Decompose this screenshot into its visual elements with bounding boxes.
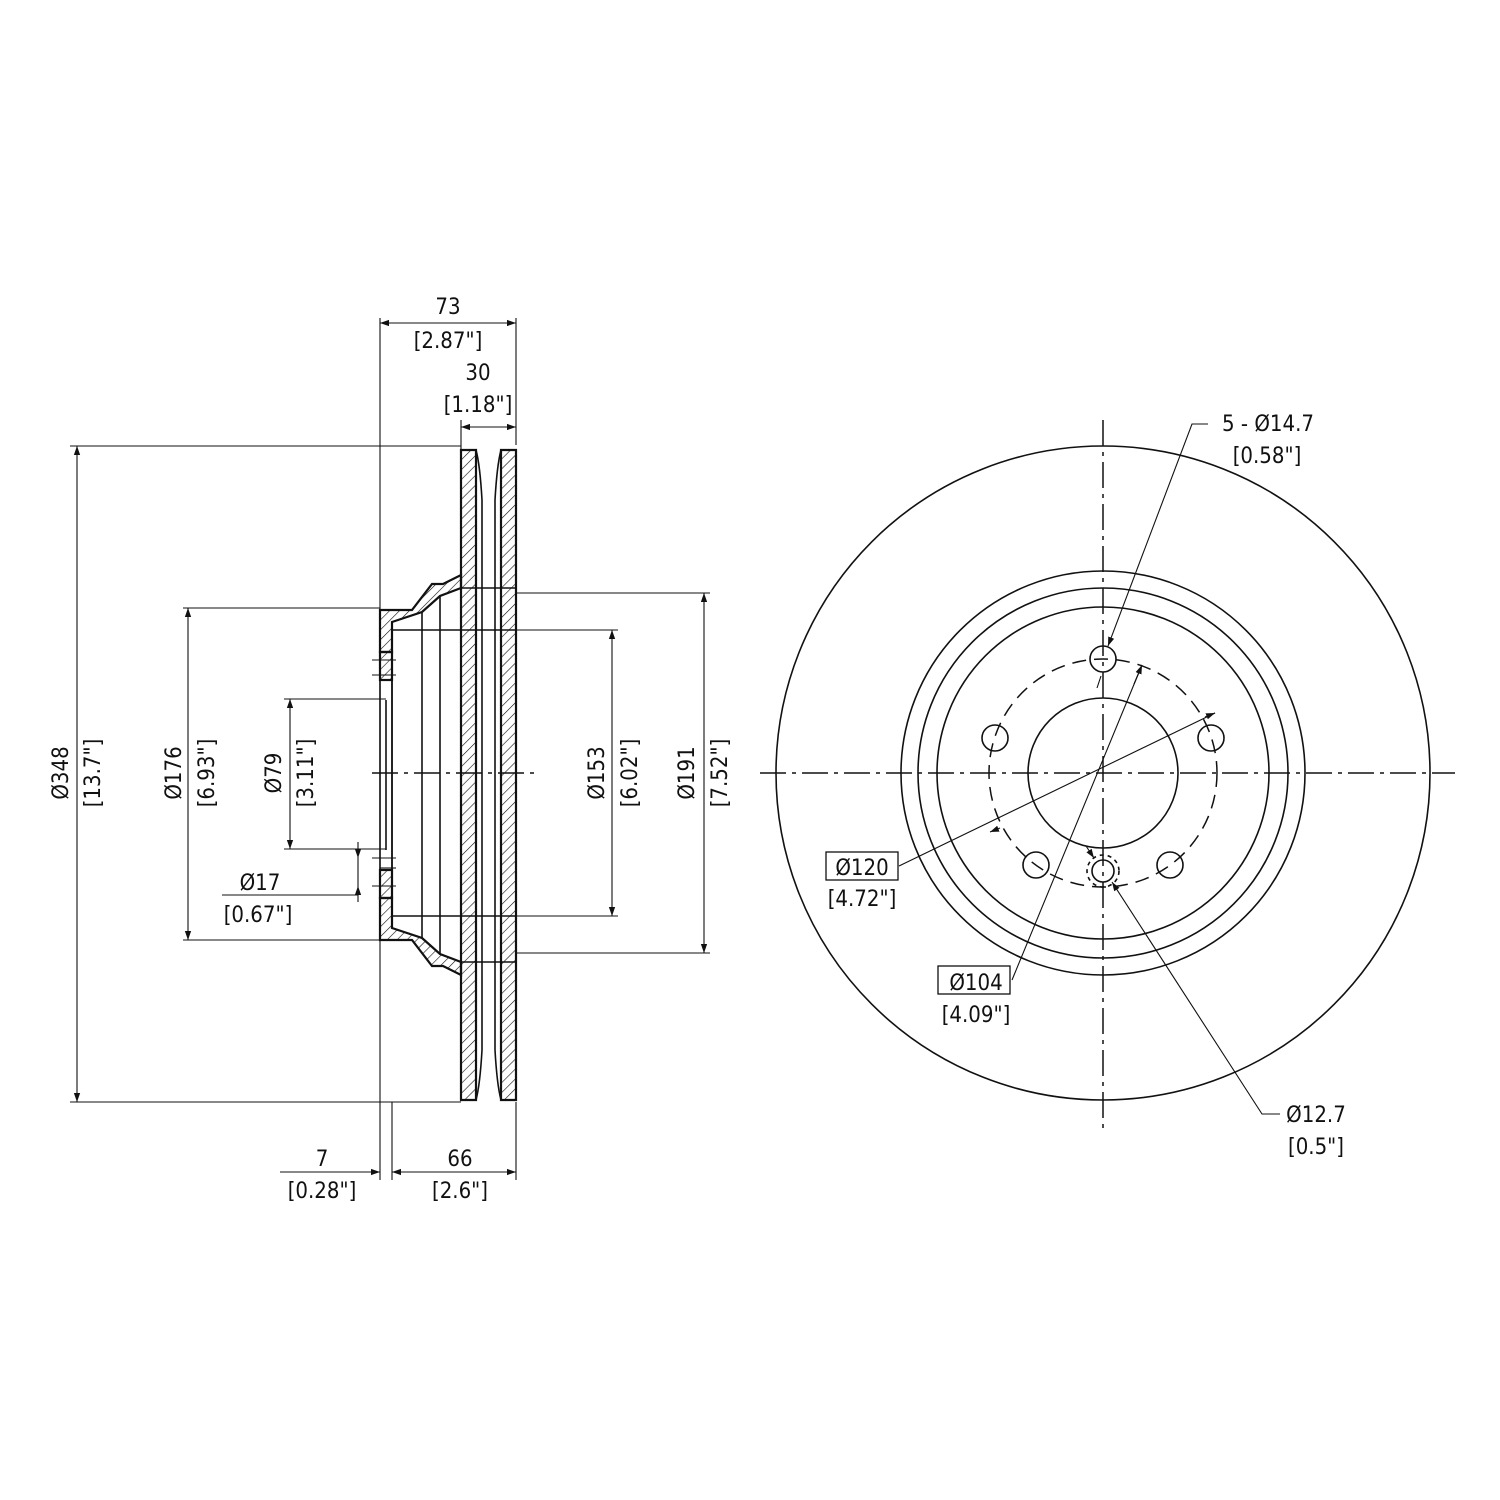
dim-30-inch: [1.18"] xyxy=(444,393,513,418)
pin-hole xyxy=(1091,859,1115,883)
mount-face-lower xyxy=(378,868,394,900)
dim-191-inch: [7.52"] xyxy=(708,739,733,808)
leader-pin-hole xyxy=(1111,881,1280,1115)
bolt-circle-120-mm: Ø120 xyxy=(835,856,888,881)
arrow-120-right xyxy=(1204,712,1216,720)
dim-153-inch: [6.02"] xyxy=(618,739,643,808)
lug-hole-4 xyxy=(1022,851,1050,879)
dim-66-mm: 66 xyxy=(447,1147,472,1172)
vent-curve-bottom-right xyxy=(494,975,502,1101)
friction-inner-circle xyxy=(900,570,1306,976)
vent-curve-bottom-left xyxy=(475,975,483,1101)
pin-hole-outline xyxy=(1086,854,1120,888)
arrow-120-left xyxy=(989,825,1001,833)
dim-176-inch: [6.93"] xyxy=(195,739,220,808)
vent-curve-top-right xyxy=(494,449,502,575)
dim-153-mm: Ø153 xyxy=(585,746,610,799)
lug-holes-mm: 5 - Ø14.7 xyxy=(1222,412,1314,437)
leader-lug-tail xyxy=(1096,675,1102,689)
bolt-circle-104-inch: [4.09"] xyxy=(942,1003,1011,1028)
lug-hole-3 xyxy=(1156,851,1184,879)
lug-hole-5 xyxy=(981,724,1009,752)
pin-hole-inch: [0.5"] xyxy=(1288,1135,1344,1160)
dim-348-inch: [13.7"] xyxy=(81,739,106,808)
leader-104 xyxy=(1011,664,1143,981)
dim-30-mm: 30 xyxy=(465,361,490,386)
lug-holes-inch: [0.58"] xyxy=(1233,444,1302,469)
dim-176-mm: Ø176 xyxy=(162,746,187,799)
lug-hole-2 xyxy=(1197,724,1225,752)
friction-plate-outer xyxy=(499,448,518,1102)
rotor-outer-circle xyxy=(775,445,1431,1101)
center-bore-circle xyxy=(1027,697,1179,849)
dim-73-inch: [2.87"] xyxy=(414,329,483,354)
dim-7-mm: 7 xyxy=(316,1147,329,1172)
dim-79-mm: Ø79 xyxy=(262,753,287,794)
dim-7-inch: [0.28"] xyxy=(288,1179,357,1204)
side-dimensions: 73 [2.87"] 30 [1.18"] Ø348 [13.7"] Ø176 … xyxy=(49,295,733,1204)
leader-lug-holes xyxy=(1107,423,1208,647)
hat-inner-circle xyxy=(936,606,1270,940)
dim-79-inch: [3.11"] xyxy=(294,739,319,808)
bolt-circle-104-mm: Ø104 xyxy=(949,971,1002,996)
dim-73-mm: 73 xyxy=(435,295,460,320)
friction-plate-inner xyxy=(459,448,478,1102)
mount-face-upper xyxy=(378,650,394,682)
vent-curve-top-left xyxy=(475,449,483,575)
lug-hole-1 xyxy=(1089,645,1117,673)
dim-191-mm: Ø191 xyxy=(675,746,700,799)
leader-bolt-circle-120 xyxy=(898,712,1216,867)
side-section-view xyxy=(372,448,540,1102)
dim-66-inch: [2.6"] xyxy=(432,1179,488,1204)
bolt-circle-104-box xyxy=(937,965,1011,995)
bolt-circle-120-inch: [4.72"] xyxy=(828,887,897,912)
pin-hole-mm: Ø12.7 xyxy=(1286,1103,1346,1128)
arrow-104 xyxy=(1133,664,1143,685)
dim-17-inch: [0.67"] xyxy=(224,903,293,928)
dim-348-mm: Ø348 xyxy=(49,746,74,799)
bolt-circle-120-box xyxy=(825,851,899,881)
arrow-pin-hole xyxy=(1085,845,1095,859)
dim-17-mm: Ø17 xyxy=(240,871,281,896)
front-view: 5 - Ø14.7 [0.58"] Ø120 [4.72"] Ø104 [4.0… xyxy=(760,412,1455,1160)
hat-outer-circle xyxy=(917,587,1289,959)
